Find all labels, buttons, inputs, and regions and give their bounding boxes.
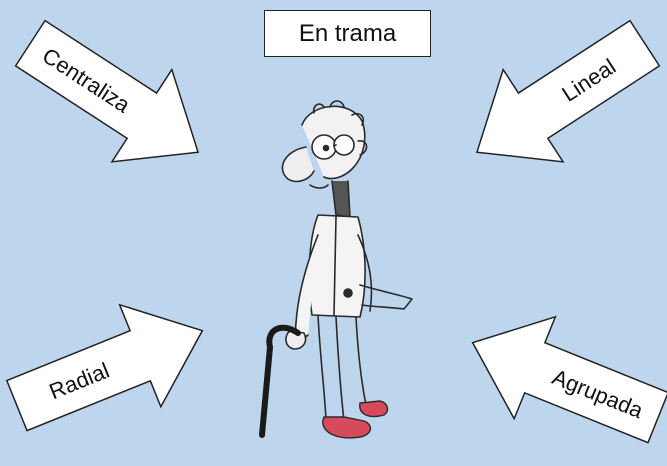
arrow-agrupada-shape	[471, 315, 667, 444]
arrow-radial: Radial	[5, 303, 204, 432]
cane	[259, 324, 301, 438]
old-man-with-cane-illustration	[259, 100, 413, 439]
arrow-radial-shape	[5, 303, 204, 432]
arrow-lineal: Lineal	[475, 19, 661, 163]
en-trama-label: En trama	[298, 19, 397, 47]
en-trama-box: En trama	[264, 10, 431, 57]
arrow-agrupada: Agrupada	[471, 315, 667, 444]
right-shoe	[359, 400, 389, 418]
left-shoe	[322, 416, 371, 439]
arrow-centraliza: Centraliza	[14, 19, 200, 163]
arrow-centraliza-shape	[14, 19, 200, 163]
arrow-lineal-shape	[475, 19, 661, 163]
